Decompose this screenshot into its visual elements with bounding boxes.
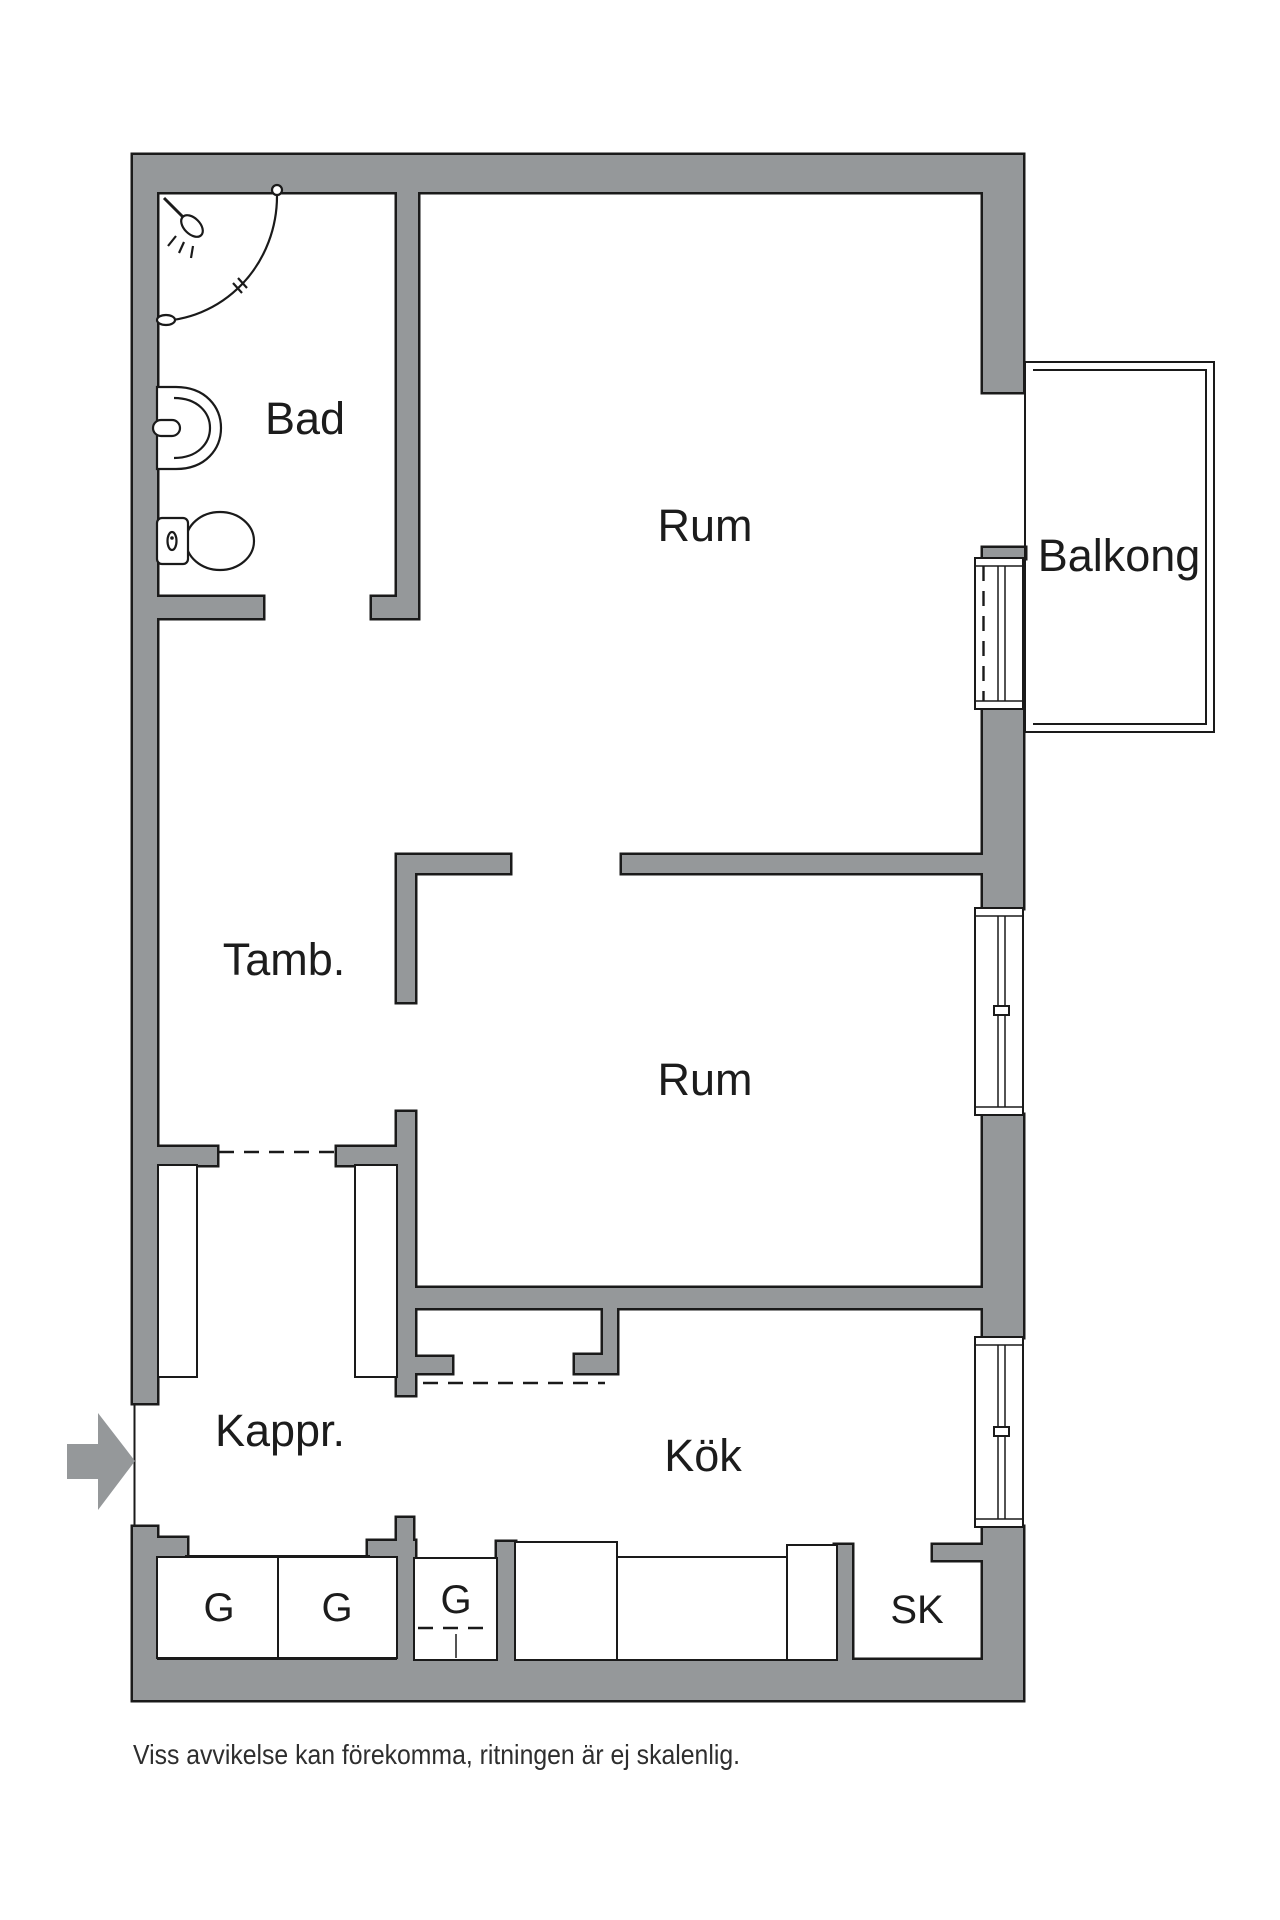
- wall-left-upper: [133, 155, 157, 1403]
- wall-kok-jog-horiz: [575, 1355, 617, 1373]
- closet-right: [354, 1164, 398, 1378]
- wall-partition-left: [415, 855, 510, 873]
- sink-icon: [151, 385, 222, 471]
- balcony-door-transom: [983, 548, 1025, 558]
- entrance-arrow-icon: [67, 1413, 135, 1510]
- wall-tamb-stub-right: [337, 1147, 397, 1165]
- kitchen-counter: [616, 1556, 788, 1661]
- wall-tamb-right-upper: [397, 855, 415, 1002]
- label-rum-mid: Rum: [657, 1054, 752, 1105]
- wall-bad-bottom: [157, 597, 263, 618]
- wall-right-top: [983, 155, 1023, 392]
- label-g2: G: [321, 1586, 352, 1630]
- toilet-icon: [155, 510, 256, 572]
- wall-tamb-right-lower: [397, 1112, 415, 1395]
- walls: [133, 155, 1025, 1700]
- wall-kok-stub: [413, 1357, 452, 1373]
- closet-left: [157, 1164, 198, 1378]
- wall-sk-top: [933, 1545, 983, 1560]
- window-kok: [974, 1336, 1024, 1528]
- wardrobe-g3: [413, 1557, 498, 1661]
- balcony: [1024, 361, 1215, 733]
- wall-kok-top: [413, 1288, 983, 1308]
- wall-tamb-stub-left: [157, 1147, 217, 1165]
- label-g3: G: [440, 1578, 471, 1622]
- wall-partition-right: [622, 855, 983, 873]
- balcony-outer-edge: [1024, 361, 1215, 733]
- kitchen-appliance-left: [514, 1541, 618, 1661]
- label-kok: Kök: [664, 1430, 742, 1481]
- wardrobe-g2: [277, 1556, 398, 1659]
- label-balkong: Balkong: [1038, 530, 1201, 581]
- wall-counter-stub: [497, 1542, 515, 1660]
- balcony-inner-edge: [1033, 369, 1207, 725]
- shower-icon: [155, 183, 284, 327]
- label-kappr: Kappr.: [215, 1405, 345, 1456]
- label-g1: G: [203, 1586, 234, 1630]
- label-bad: Bad: [265, 393, 345, 444]
- wall-sk-left: [835, 1545, 852, 1660]
- wall-bad-divider: [397, 155, 418, 618]
- window-rum: [974, 907, 1024, 1116]
- window-mullion: [993, 1005, 1010, 1016]
- wall-bottom: [133, 1660, 1023, 1700]
- wall-right-mid: [983, 709, 1023, 908]
- disclaimer-text: Viss avvikelse kan förekomma, ritningen …: [133, 1739, 740, 1770]
- wall-closet-top-left: [157, 1538, 187, 1557]
- wall-right-bottom: [983, 1527, 1023, 1700]
- label-tamb: Tamb.: [223, 934, 346, 985]
- kitchen-counter-row: [514, 1541, 838, 1661]
- wall-outlines: [130, 152, 1028, 1703]
- wall-top: [133, 155, 1023, 192]
- label-rum-top: Rum: [657, 500, 752, 551]
- balcony-door: [974, 557, 1024, 710]
- wall-bad-divider-foot: [372, 597, 418, 618]
- kitchen-appliance-right: [786, 1544, 838, 1661]
- label-sk: SK: [890, 1588, 944, 1632]
- window-mullion: [993, 1426, 1010, 1437]
- wall-closet-vert: [397, 1518, 413, 1660]
- wall-right-lower: [983, 1115, 1023, 1337]
